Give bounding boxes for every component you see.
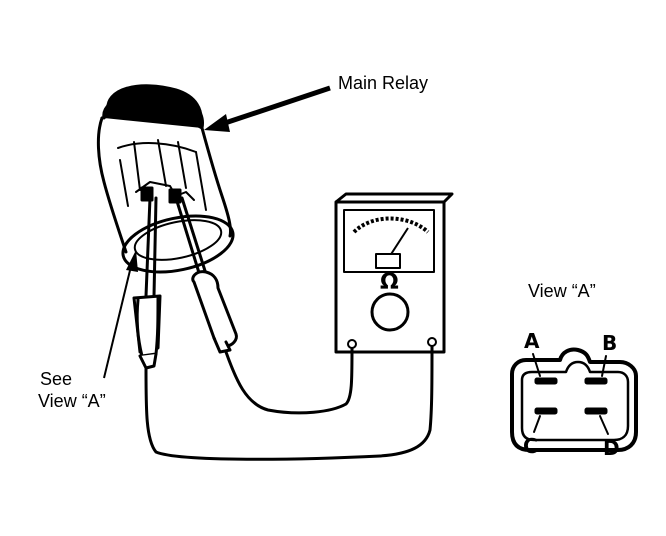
see-view-a-arrow (103, 250, 138, 379)
test-leads (144, 344, 434, 461)
connector-view-a (510, 347, 638, 452)
main-relay (96, 84, 235, 274)
ohmmeter (334, 192, 454, 354)
probe-left (132, 196, 162, 370)
probe-right (174, 196, 238, 354)
pin-slot-b (584, 377, 608, 385)
pin-label-c: C (523, 434, 538, 458)
pin-label-b: B (602, 331, 618, 355)
pin-label-a: A (524, 329, 540, 353)
main-relay-label: Main Relay (338, 73, 429, 93)
main-relay-arrow (204, 85, 331, 132)
pin-slot-a (534, 377, 558, 385)
view-a-title: View “A” (528, 281, 596, 301)
see-view-a-line1: See (40, 369, 73, 389)
pin-slot-d (584, 407, 608, 415)
ohm-symbol: Ω (380, 270, 399, 295)
pin-slot-c (534, 407, 558, 415)
see-view-a-line2: View “A” (38, 391, 106, 411)
pin-label-d: D (603, 436, 620, 460)
